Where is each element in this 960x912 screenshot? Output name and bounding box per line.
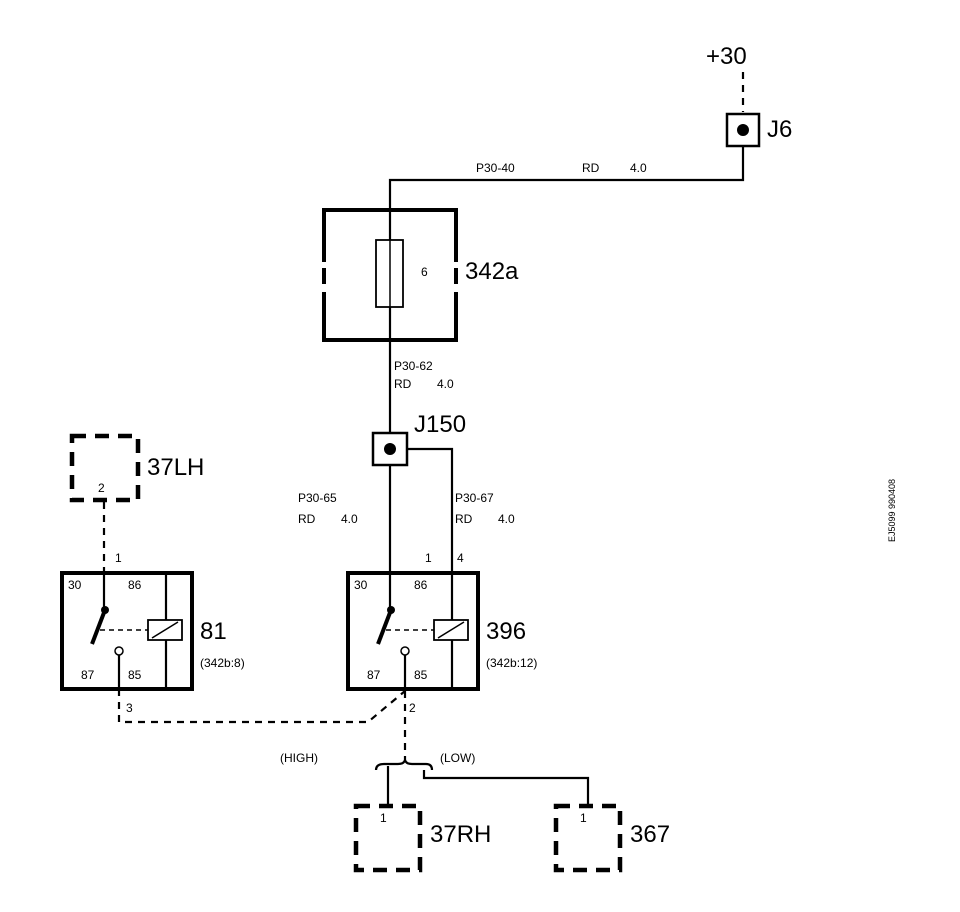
relay-396-pin86: 86 <box>414 578 428 592</box>
fuse-box-342a: 6 342a <box>321 208 519 342</box>
junction-j150-label: J150 <box>414 411 466 438</box>
relay-81-pin-in: 1 <box>115 551 122 565</box>
relay-396-label: 396 <box>486 618 526 645</box>
relay-81: 1 30 86 87 85 81 (342b:8) <box>60 551 245 691</box>
wire-p30-40-size: 4.0 <box>630 161 647 175</box>
connector-37lh: 2 37LH <box>69 433 204 503</box>
junction-j150: J150 <box>371 411 466 467</box>
relay-81-pin85: 85 <box>128 668 142 682</box>
relay-396-coil-diag <box>437 621 465 639</box>
connector-367-box <box>553 803 623 873</box>
relay-396-pin85: 85 <box>414 668 428 682</box>
relay-396-open-contact <box>400 646 410 656</box>
junction-j6-dot <box>737 124 749 136</box>
connector-37rh: 1 37RH <box>353 803 491 873</box>
relay-396-switch-arm <box>376 609 393 645</box>
wire-p30-67-size: 4.0 <box>498 512 515 526</box>
connector-367-pin: 1 <box>580 811 587 825</box>
relay-396-frame <box>346 571 480 691</box>
connector-37rh-pin: 1 <box>380 811 387 825</box>
relay-81-label: 81 <box>200 618 227 645</box>
wire-p30-65-size: 4.0 <box>341 512 358 526</box>
wire-p30-62-size: 4.0 <box>437 377 454 391</box>
junction-j6-label: J6 <box>767 116 792 143</box>
connector-37lh-pin: 2 <box>98 481 105 495</box>
relay-81-ref: (342b:8) <box>200 656 245 670</box>
connector-37rh-label: 37RH <box>430 821 491 848</box>
relay-396-pin30: 30 <box>354 578 368 592</box>
relay-81-switch-arm <box>90 609 107 645</box>
relay-81-pin-out: 3 <box>126 701 133 715</box>
branch-brace <box>374 759 434 771</box>
relay-396-pin87: 87 <box>367 668 381 682</box>
wire-p30-67 <box>407 447 454 573</box>
relay-396-pin-in1: 1 <box>425 551 432 565</box>
relay-81-pin30: 30 <box>68 578 82 592</box>
relay-396-pin-out: 2 <box>409 701 416 715</box>
wire-p30-62-color: RD <box>394 377 412 391</box>
wire-low-to-367 <box>422 770 590 806</box>
connector-367: 1 367 <box>553 803 670 873</box>
wire-p30-65-code: P30-65 <box>298 491 337 505</box>
wire-p30-40-code: P30-40 <box>476 161 515 175</box>
wire-relay-81-pin3 <box>117 689 406 724</box>
branch-high-label: (HIGH) <box>280 751 318 765</box>
relay-396-ref: (342b:12) <box>486 656 537 670</box>
wire-p30-67-color: RD <box>455 512 473 526</box>
relay-81-open-contact <box>114 646 124 656</box>
relay-81-pin86: 86 <box>128 578 142 592</box>
junction-j150-dot <box>384 443 396 455</box>
wire-p30-40 <box>388 146 745 212</box>
connector-37rh-box <box>353 803 423 873</box>
wire-p30-40-color: RD <box>582 161 600 175</box>
branch-low-label: (LOW) <box>440 751 475 765</box>
connector-37lh-box <box>69 433 141 503</box>
relay-81-frame <box>60 571 194 691</box>
relay-396-pin-in4: 4 <box>457 551 464 565</box>
connector-37lh-label: 37LH <box>147 454 204 481</box>
wire-p30-65-color: RD <box>298 512 316 526</box>
fuse-number: 6 <box>421 265 428 279</box>
relay-81-pin87: 87 <box>81 668 95 682</box>
fuse-box-label: 342a <box>465 258 519 285</box>
wire-p30-62-code: P30-62 <box>394 359 433 373</box>
junction-j6: J6 <box>725 112 792 148</box>
relay-396: 1 4 30 86 87 85 396 (342b:12) <box>346 551 537 691</box>
relay-81-coil-diag <box>151 621 179 639</box>
connector-367-label: 367 <box>630 821 670 848</box>
supply-label: +30 <box>706 43 747 70</box>
wire-p30-67-code: P30-67 <box>455 491 494 505</box>
drawing-number: EJ5099 990408 <box>887 479 897 542</box>
